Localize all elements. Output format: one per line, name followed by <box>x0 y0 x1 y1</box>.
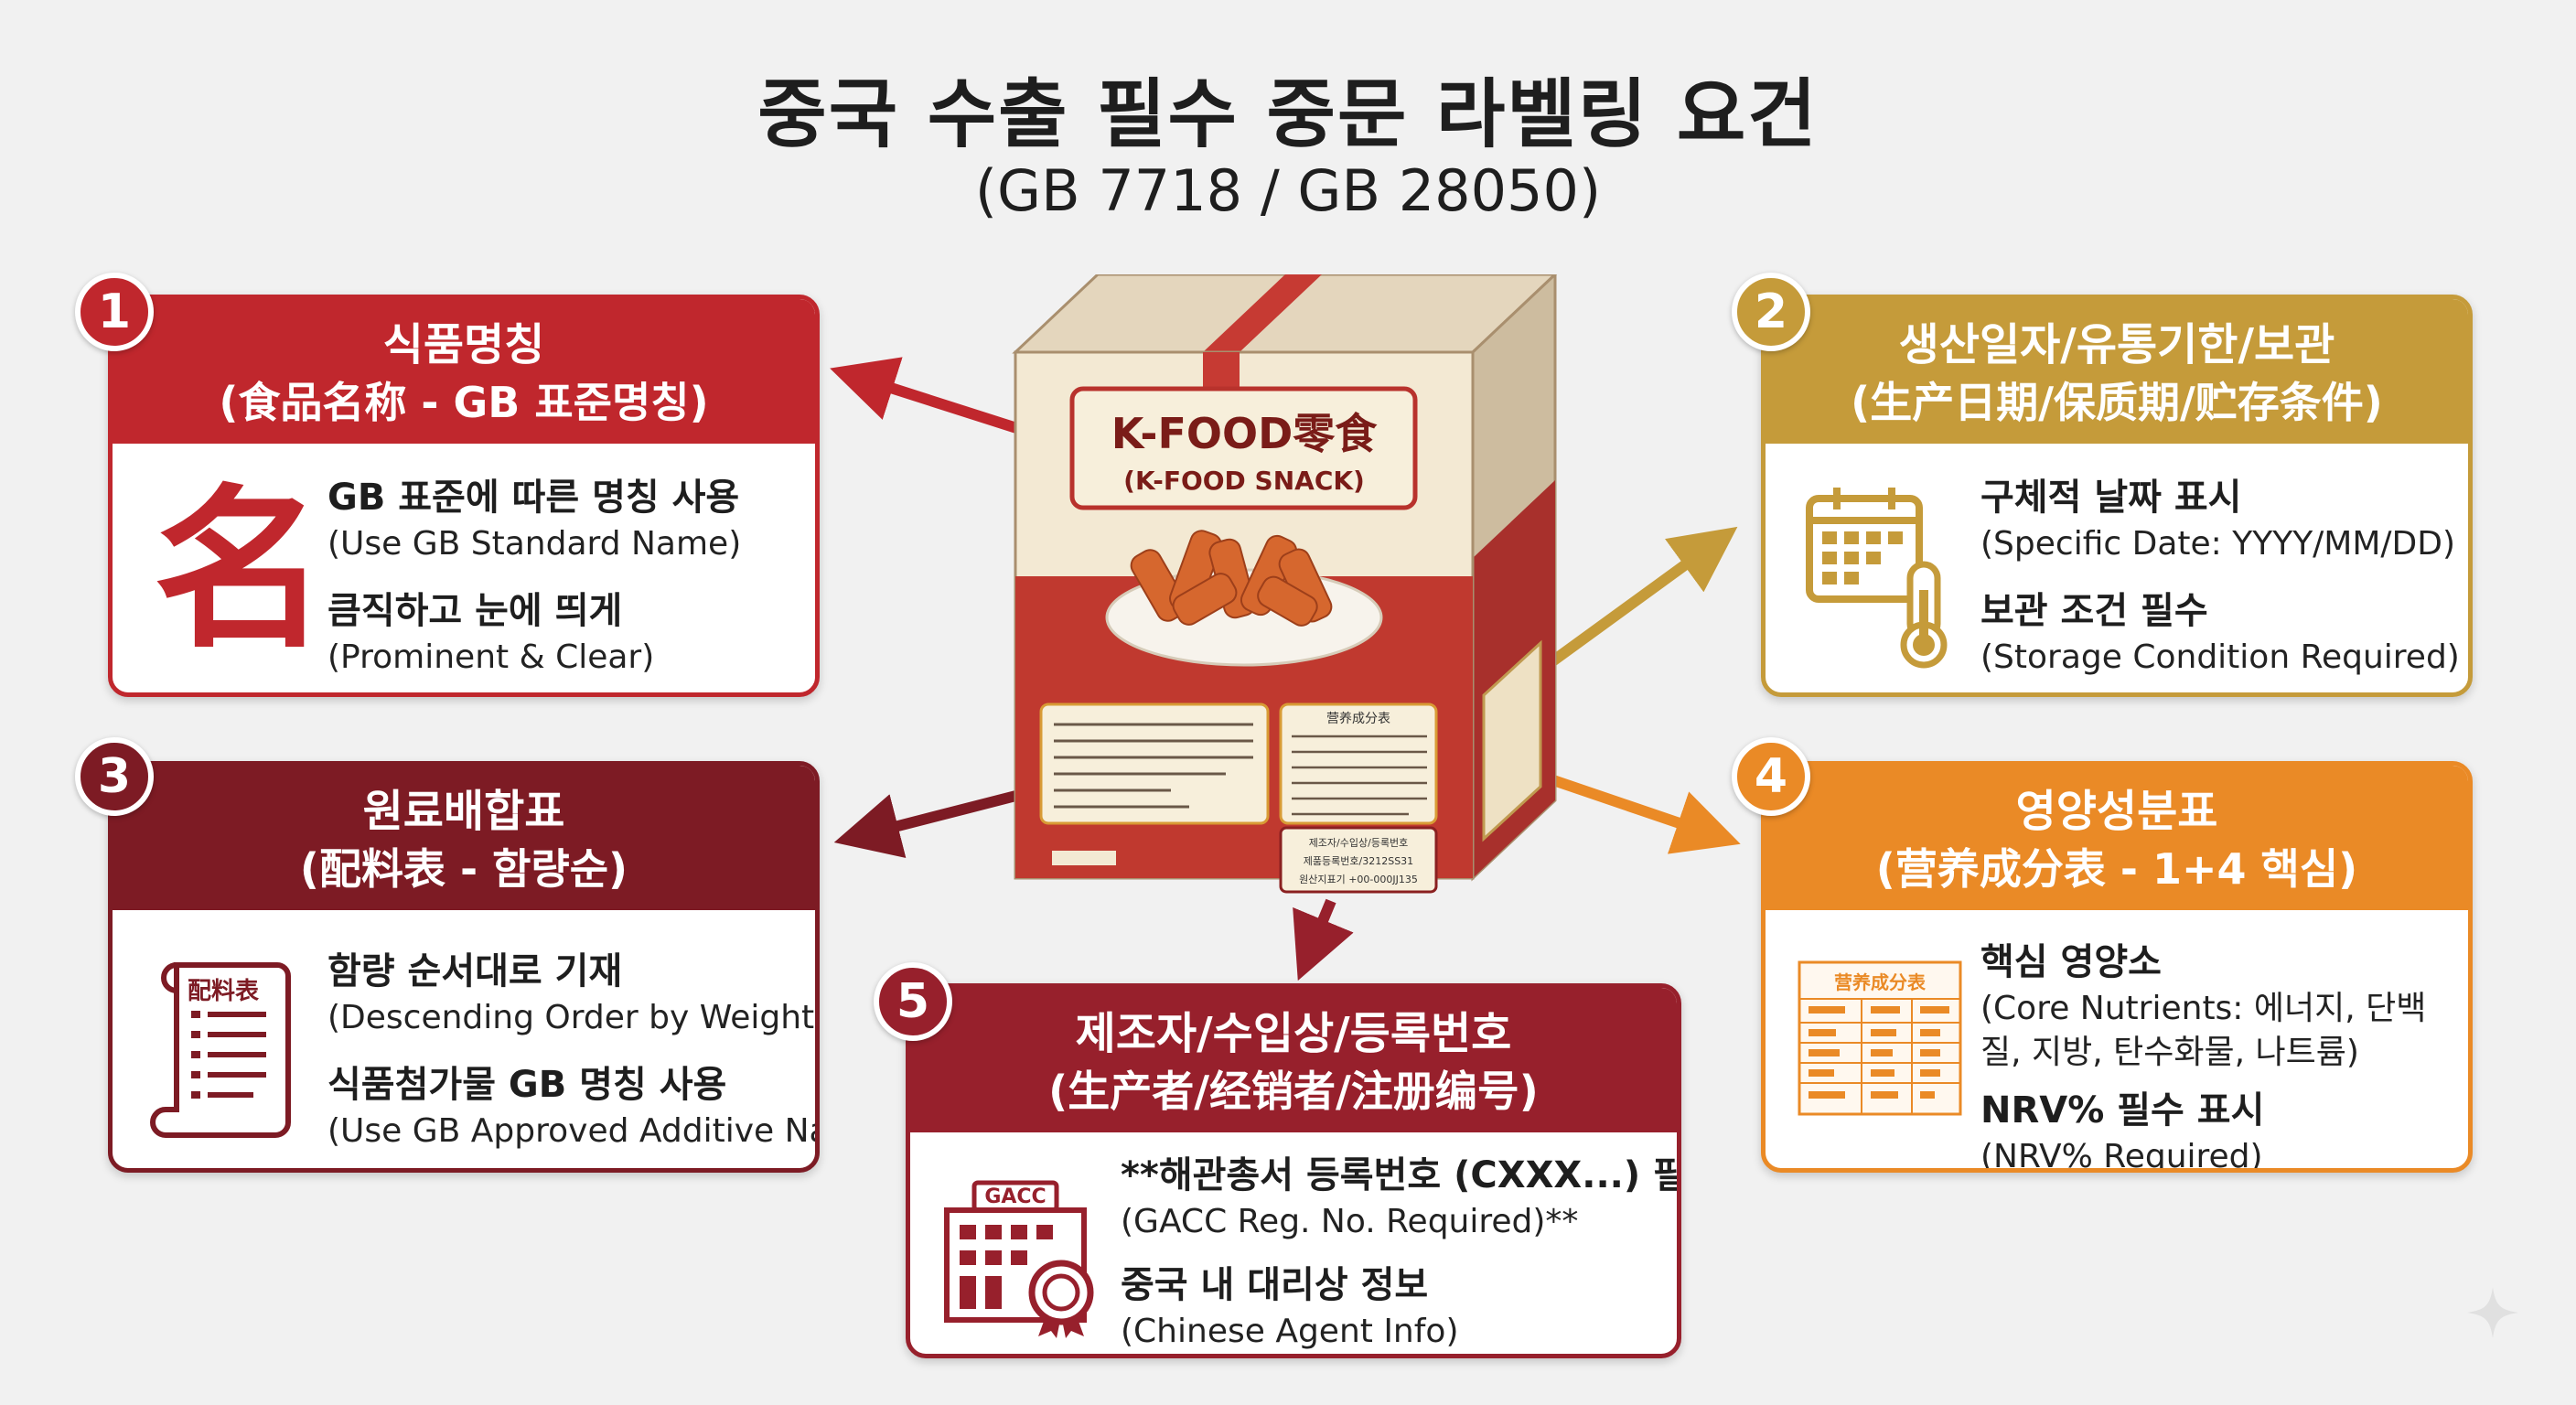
product-reg-line-2: 제품등록번호/3212SS31 <box>1304 855 1413 867</box>
card-5-number-badge: 5 <box>874 962 952 1041</box>
card-1-number-badge: 1 <box>75 273 154 351</box>
card-5-item-2-main: 중국 내 대리상 정보 <box>1121 1264 1429 1306</box>
card-3-subtitle: (配料表 - 함량순) <box>299 844 628 894</box>
gacc-building-icon-label: GACC <box>984 1185 1046 1208</box>
card-4-item-2-sub: (NRV% Required) <box>1980 1138 2263 1173</box>
card-5-item-1-main: **해관총서 등록번호 (CXXX...) 필수 <box>1121 1154 1681 1196</box>
card-4-item-1-main: 핵심 영양소 <box>1980 941 2162 983</box>
card-5-title: 제조자/수입상/등록번호 <box>1075 1008 1512 1059</box>
card-nutrition: 영양성분표 (营养成分表 - 1+4 핵심) 营养成分表 핵심 영양소 (Cor… <box>1761 761 2473 1173</box>
card-3-title: 원료배합표 <box>362 786 565 837</box>
product-reg-line-1: 제조자/수입상/등록번호 <box>1309 837 1409 849</box>
card-3-item-2-main: 식품첨가물 GB 명칭 사용 <box>327 1064 727 1106</box>
card-1-item-2-main: 큼직하고 눈에 띄게 <box>327 590 623 632</box>
card-2-item-1-main: 구체적 날짜 표시 <box>1980 477 2242 519</box>
card-2-title: 생산일자/유통기한/보관 <box>1898 319 2335 370</box>
card-4-number-badge: 4 <box>1732 737 1810 816</box>
sparkle-icon <box>2467 1287 2518 1338</box>
card-4-item-1-sub: (Core Nutrients: 에너지, 단백질, 지방, 탄수화물, 나트륨… <box>1980 990 2427 1071</box>
card-2-subtitle: (生产日期/保质期/贮存条件) <box>1851 378 2383 427</box>
page-subtitle: (GB 7718 / GB 28050) <box>974 157 1602 224</box>
card-2-header: 생산일자/유통기한/보관 (生产日期/保质期/贮存条件) <box>1766 299 2468 444</box>
gacc-building-icon <box>944 1180 1094 1338</box>
card-4-header: 영양성분표 (营养成分表 - 1+4 핵심) <box>1766 766 2468 910</box>
product-name-en: (K-FOOD SNACK) <box>1123 466 1365 496</box>
page-title: 중국 수출 필수 중문 라벨링 요건 <box>757 71 1819 158</box>
card-3-item-1-main: 함량 순서대로 기재 <box>327 950 623 992</box>
calendar-thermometer-icon <box>1806 488 1948 669</box>
card-2-item-2-sub: (Storage Condition Required) <box>1980 638 2460 676</box>
card-3-number-badge: 3 <box>75 737 154 816</box>
product-reg-line-3: 원산지표기 +00-000JJ135 <box>1299 874 1418 885</box>
nutrition-table-icon <box>1798 960 1962 1116</box>
card-5-subtitle: (生产者/经销者/注册编号) <box>1048 1067 1539 1116</box>
card-ingredients: 원료배합표 (配料表 - 함량순) 配料表 함량 순서대로 기재 (Descen… <box>108 761 820 1173</box>
card-2-item-1-sub: (Specific Date: YYYY/MM/DD) <box>1980 525 2456 563</box>
card-5-item-2-sub: (Chinese Agent Info) <box>1121 1313 1459 1350</box>
card-5-item-1-sub: (GACC Reg. No. Required)** <box>1121 1203 1579 1240</box>
card-4-item-2-main: NRV% 필수 표시 <box>1980 1089 2265 1132</box>
card-4-title: 영양성분표 <box>2015 786 2218 837</box>
card-dates-storage: 생산일자/유통기한/보관 (生产日期/保质期/贮存条件) 구체적 날짜 표시 (… <box>1761 295 2473 697</box>
card-1-subtitle: (食品名称 - GB 표준명칭) <box>219 378 709 427</box>
name-character-icon: 名 <box>154 467 328 671</box>
scroll-icon <box>150 962 291 1138</box>
product-nutrition-title: 营养成分表 <box>1326 712 1390 726</box>
card-1-title: 식품명칭 <box>382 319 545 370</box>
card-3-item-2-sub: (Use GB Approved Additive Names) <box>327 1112 815 1150</box>
nutrition-table-icon-label: 营养成分表 <box>1834 971 1926 993</box>
card-2-number-badge: 2 <box>1732 273 1810 351</box>
product-box: K-FOOD零食 (K-FOOD SNACK) 营养成分表 제조자/수입상/등록… <box>1012 274 1558 894</box>
product-name: K-FOOD零食 <box>1111 409 1379 458</box>
card-3-header: 원료배합표 (配料表 - 함량순) <box>113 766 815 910</box>
card-5-header: 제조자/수입상/등록번호 (生产者/经销者/注册编号) <box>910 988 1677 1132</box>
card-1-item-2-sub: (Prominent & Clear) <box>327 638 655 676</box>
card-registration: 제조자/수입상/등록번호 (生产者/经销者/注册编号) GACC **해관총서 … <box>906 983 1681 1358</box>
scroll-icon-label: 配料表 <box>188 978 260 1005</box>
card-1-item-1-sub: (Use GB Standard Name) <box>327 525 742 563</box>
card-1-item-1-main: GB 표준에 따른 명칭 사용 <box>327 477 740 519</box>
card-food-name: 식품명칭 (食品名称 - GB 표준명칭) 名 GB 표준에 따른 명칭 사용 … <box>108 295 820 697</box>
card-2-item-2-main: 보관 조건 필수 <box>1980 590 2208 632</box>
card-1-header: 식품명칭 (食品名称 - GB 표준명칭) <box>113 299 815 444</box>
card-4-subtitle: (营养成分表 - 1+4 핵심) <box>1875 844 2358 894</box>
card-3-item-1-sub: (Descending Order by Weight) <box>327 999 820 1036</box>
